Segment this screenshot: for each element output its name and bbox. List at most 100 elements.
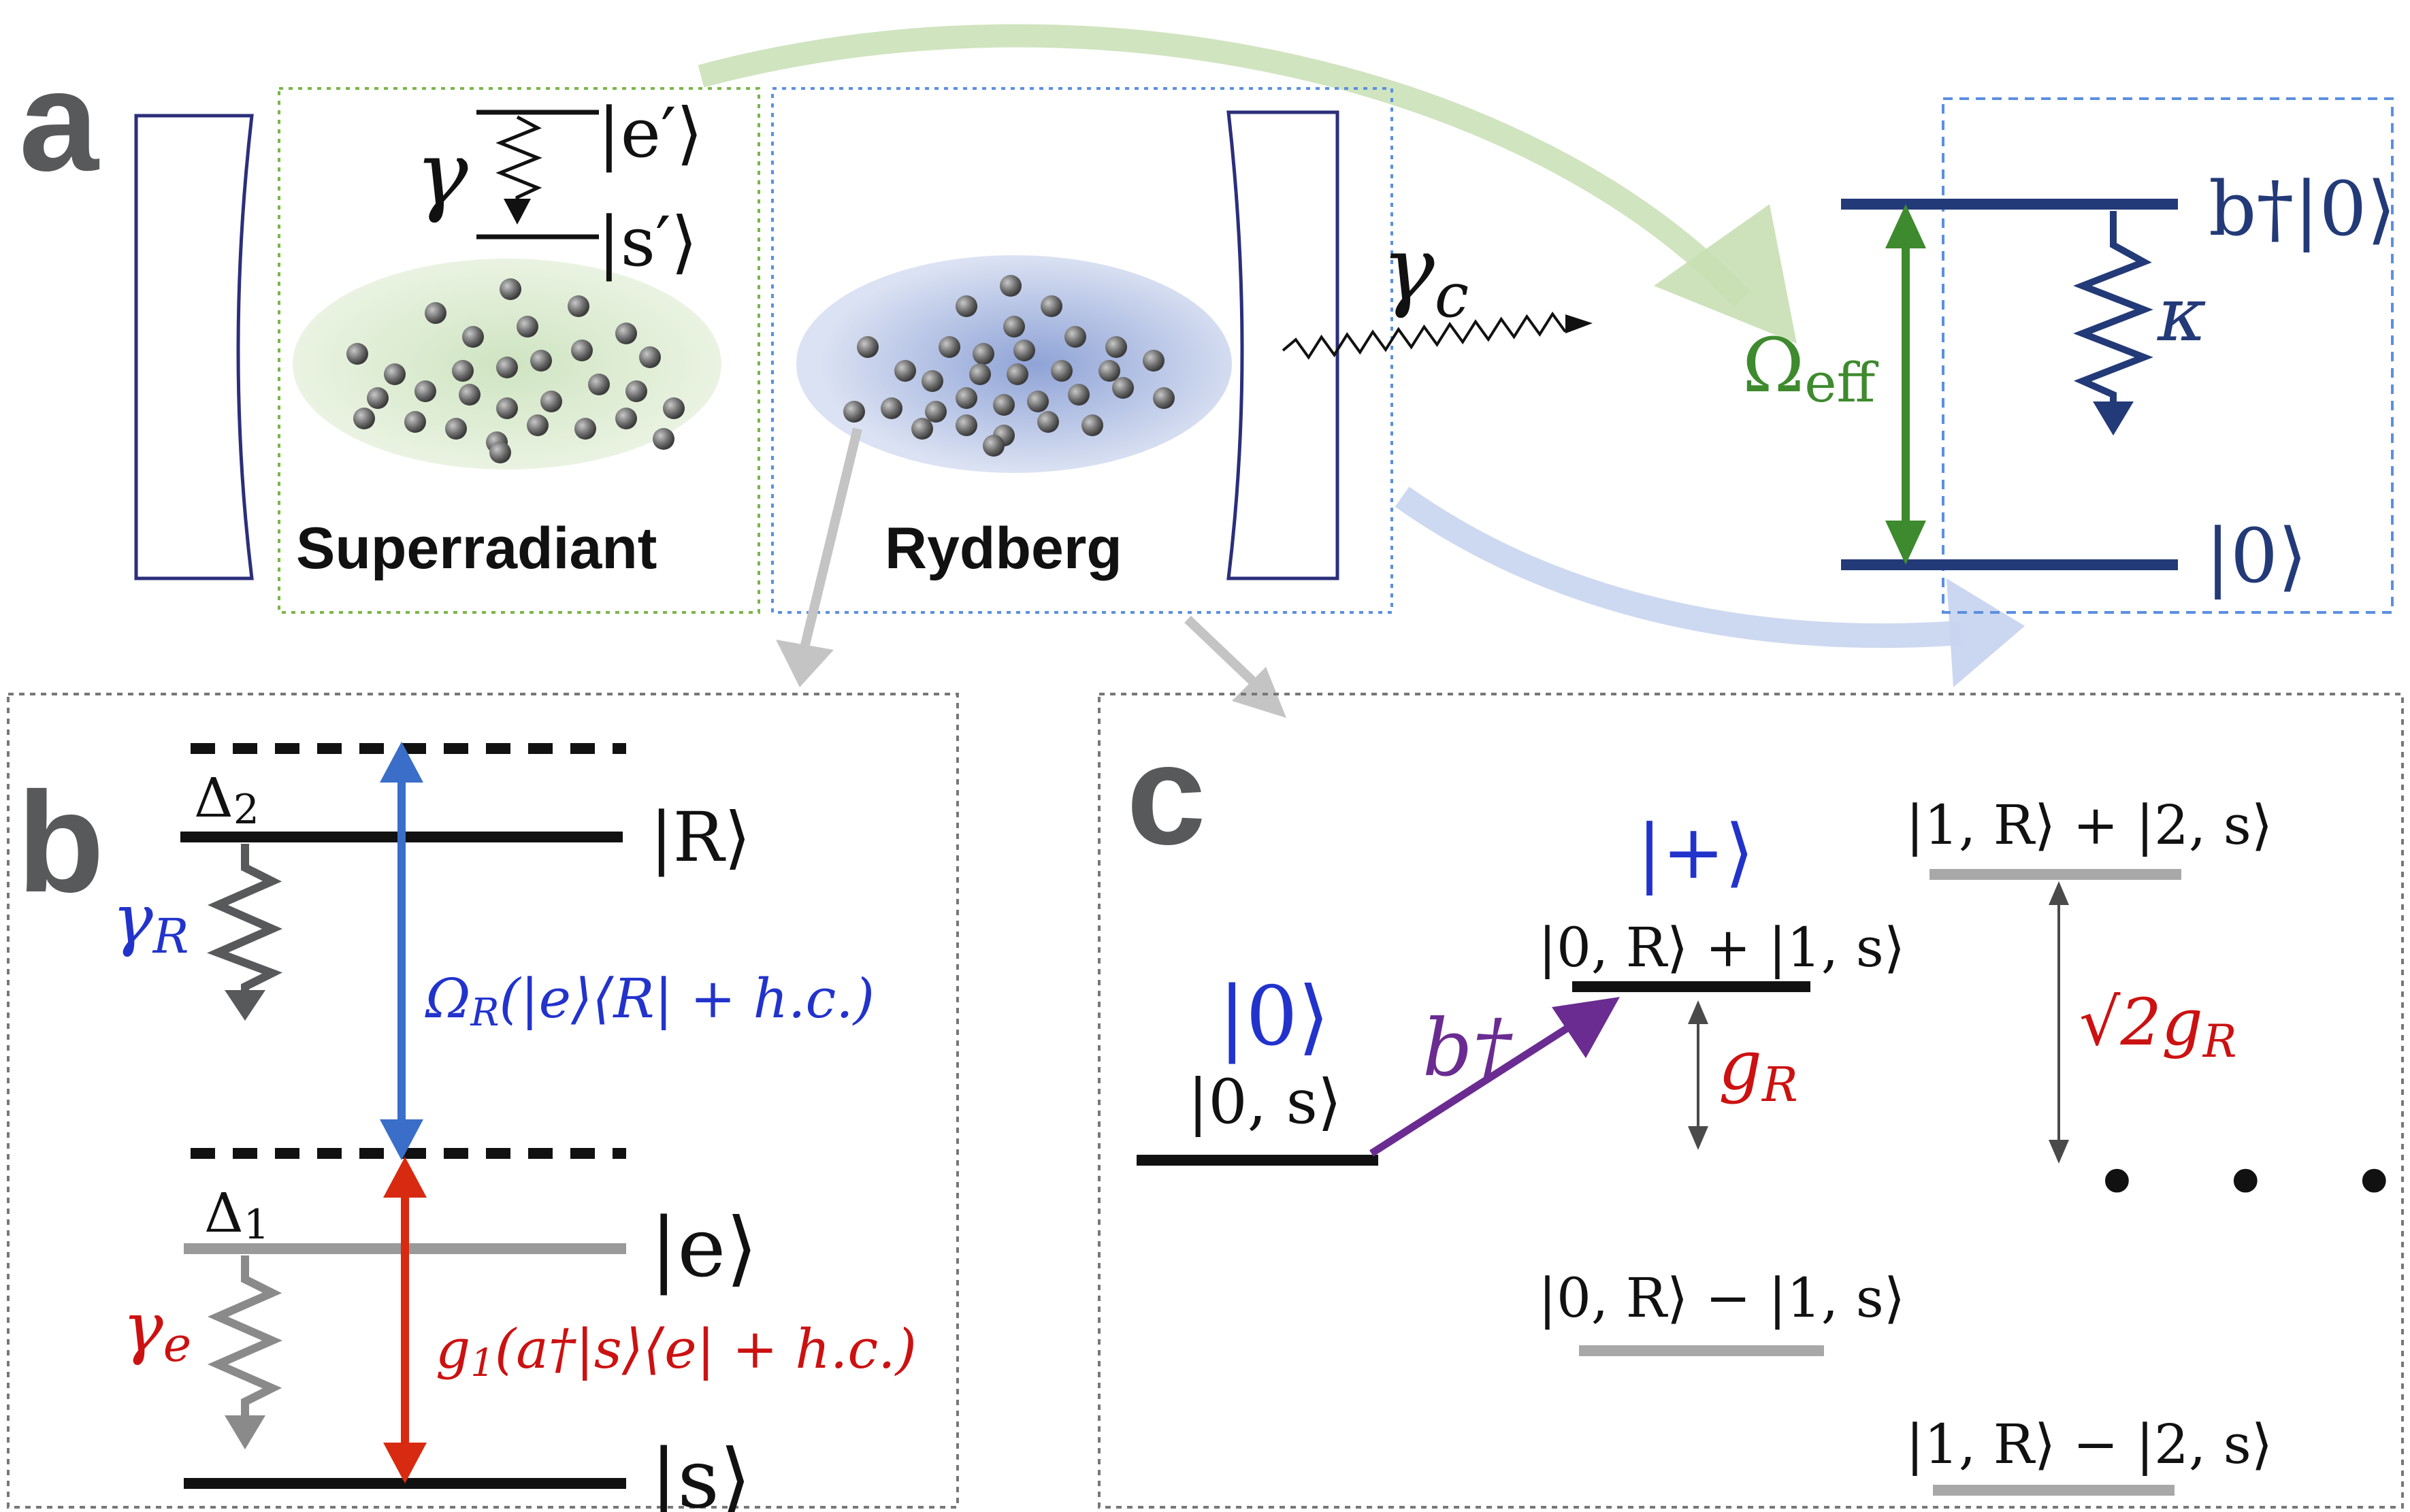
atom [384, 363, 406, 385]
atom [1007, 363, 1028, 385]
atom [993, 394, 1015, 416]
omega-eff-arrow [1885, 204, 1926, 565]
atom [346, 343, 368, 365]
b-dagger-arrow [1369, 997, 1620, 1157]
ket-b-dagger-0: b†|0⟩ [2209, 165, 2396, 252]
cavity-leakage-wiggle [1282, 311, 1567, 360]
atom [462, 326, 484, 348]
superradiant-label: Superradiant [296, 516, 657, 581]
gamma-R-arrowhead [225, 990, 265, 1021]
atom [574, 418, 596, 440]
pointer-arrow-to-c [1184, 615, 1286, 718]
atom [1041, 295, 1062, 317]
ket-s: |s⟩ [650, 1432, 751, 1512]
atom [1068, 384, 1090, 406]
gamma-c-label: γc [1382, 217, 1469, 331]
effective-system-box [1942, 97, 2394, 614]
superradiant-atoms [346, 278, 685, 463]
green-transfer-arrow [698, 24, 1797, 344]
superradiant-box [278, 87, 760, 614]
g1-coupling-arrow [383, 1157, 427, 1483]
atom [496, 357, 518, 378]
atom [911, 418, 933, 440]
decay-wiggle-gamma [495, 115, 542, 204]
blue-transfer-arrow [1395, 487, 2025, 687]
atom [939, 336, 960, 358]
atom [1112, 377, 1134, 399]
atom [653, 428, 674, 450]
atom [1003, 316, 1025, 338]
atom [1153, 387, 1175, 409]
ket-e: |e⟩ [650, 1201, 758, 1296]
right-cavity-mirror [1226, 110, 1339, 580]
state-minus: |0, R⟩ − |1, s⟩ [1538, 1266, 1905, 1330]
atom [496, 397, 518, 419]
atom [517, 316, 538, 338]
omega-R-coupling-arrow [380, 742, 423, 1160]
atom [353, 408, 375, 429]
sqrt2-gR-label: √2gR [2079, 985, 2237, 1068]
gamma-R-label: γR [112, 879, 189, 964]
delta1-label: Δ1 [204, 1181, 270, 1249]
atom [663, 397, 685, 419]
atom [489, 442, 511, 463]
omega-R-coupling-label: ΩR(|e⟩⟨R| + h.c.) [425, 967, 875, 1035]
ket-0-effective: |0⟩ [2205, 512, 2307, 599]
atom [459, 384, 481, 406]
atom [639, 346, 661, 368]
atom [1105, 336, 1127, 358]
gamma-e-label: γe [123, 1287, 191, 1373]
atom [425, 302, 446, 324]
atom [922, 370, 943, 392]
panel-label-b: b [17, 762, 104, 922]
omega-eff-label: Ωeff [1742, 322, 1879, 414]
atom [1000, 275, 1022, 297]
ellipsis: • • • [2093, 1136, 2410, 1231]
atom [414, 380, 436, 402]
atom [540, 391, 562, 412]
ket-s-prime: |s′⟩ [598, 202, 698, 282]
atom [615, 408, 637, 429]
atom [843, 401, 865, 423]
kappa-decay-wiggle [2073, 211, 2153, 408]
atom [527, 414, 549, 436]
kappa-label: κ [2157, 271, 2207, 358]
kappa-arrowhead [2093, 401, 2134, 435]
gamma-label: γ [415, 122, 468, 225]
atom [983, 435, 1005, 457]
atom [956, 414, 977, 436]
atom [445, 418, 467, 440]
atom [857, 336, 879, 358]
panel-label-c: c [1126, 714, 1206, 874]
panel-b-box [7, 693, 959, 1509]
atom [404, 411, 426, 433]
atom [1013, 340, 1035, 361]
atom [367, 387, 389, 409]
atom [1027, 391, 1049, 412]
state-plus: |0, R⟩ + |1, s⟩ [1538, 916, 1905, 979]
atom [1051, 360, 1073, 382]
gR-label: gR [1719, 1025, 1798, 1113]
atom [530, 350, 552, 372]
atom [881, 397, 902, 419]
atom [969, 363, 991, 385]
atom [500, 278, 521, 300]
g1-coupling-label: g1(a†|s⟩⟨e| + h.c.) [436, 1317, 917, 1385]
gamma-e-arrowhead [225, 1415, 265, 1449]
atom [1143, 350, 1165, 372]
decay-arrowhead [504, 199, 531, 225]
ket-plus: |+⟩ [1637, 808, 1754, 895]
left-cavity-mirror [134, 114, 254, 580]
atom [452, 360, 474, 382]
gamma-R-decay-wiggle [207, 844, 282, 1000]
atom [956, 295, 977, 317]
atom [1064, 326, 1086, 348]
rydberg-label: Rydberg [885, 516, 1122, 581]
ket-0-blue: |0⟩ [1218, 970, 1330, 1064]
state-1R-minus: |1, R⟩ − |2, s⟩ [1906, 1413, 2273, 1476]
b-dagger-label: b† [1422, 1003, 1514, 1094]
cavity-leakage-arrowhead [1565, 314, 1593, 333]
atom [1081, 414, 1103, 436]
gR-splitting-arrow [1688, 1000, 1708, 1150]
